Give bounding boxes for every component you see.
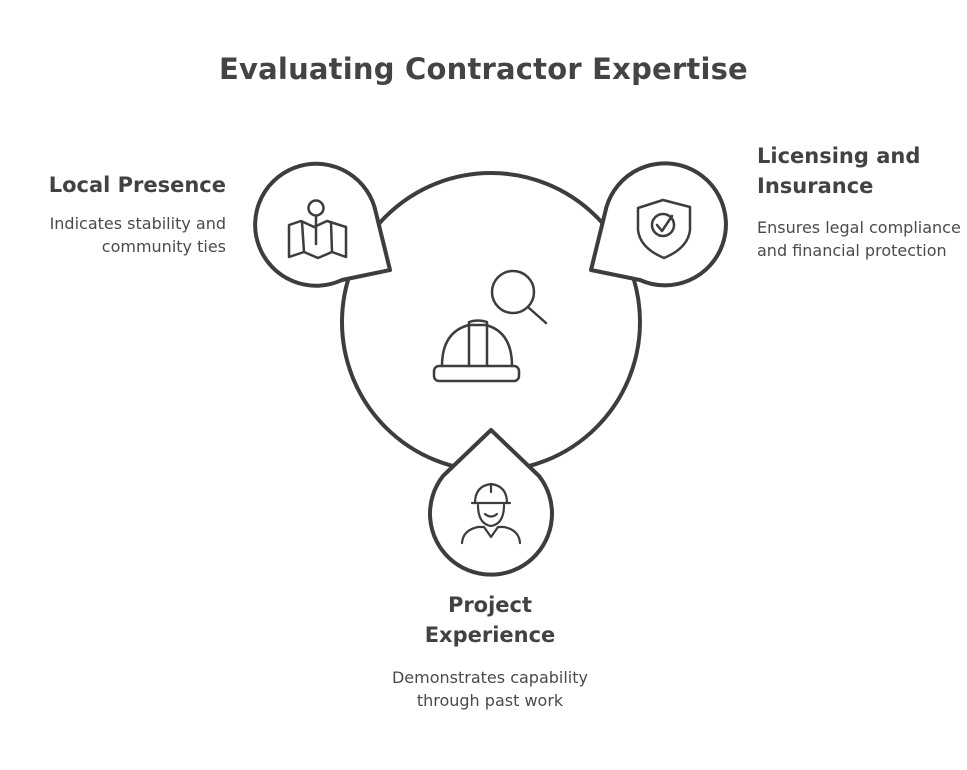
hard-hat-icon bbox=[432, 319, 521, 383]
local-presence-title: Local Presence bbox=[48, 173, 226, 197]
shield-check-icon bbox=[636, 198, 692, 260]
map-pin-icon bbox=[287, 199, 348, 260]
licensing-description: Ensures legal compliance and financial p… bbox=[757, 218, 961, 260]
diagram-title: Evaluating Contractor Expertise bbox=[219, 52, 748, 86]
licensing-title: Licensing and Insurance bbox=[757, 144, 921, 198]
worker-icon bbox=[460, 482, 522, 545]
project-experience-description: Demonstrates capability through past wor… bbox=[391, 668, 588, 710]
local-presence-description: Indicates stability and community ties bbox=[49, 214, 226, 256]
licensing-drop bbox=[589, 161, 728, 288]
center-circle bbox=[340, 171, 642, 473]
magnifier-icon bbox=[490, 269, 548, 325]
project-experience-title: Project Experience bbox=[424, 593, 556, 647]
